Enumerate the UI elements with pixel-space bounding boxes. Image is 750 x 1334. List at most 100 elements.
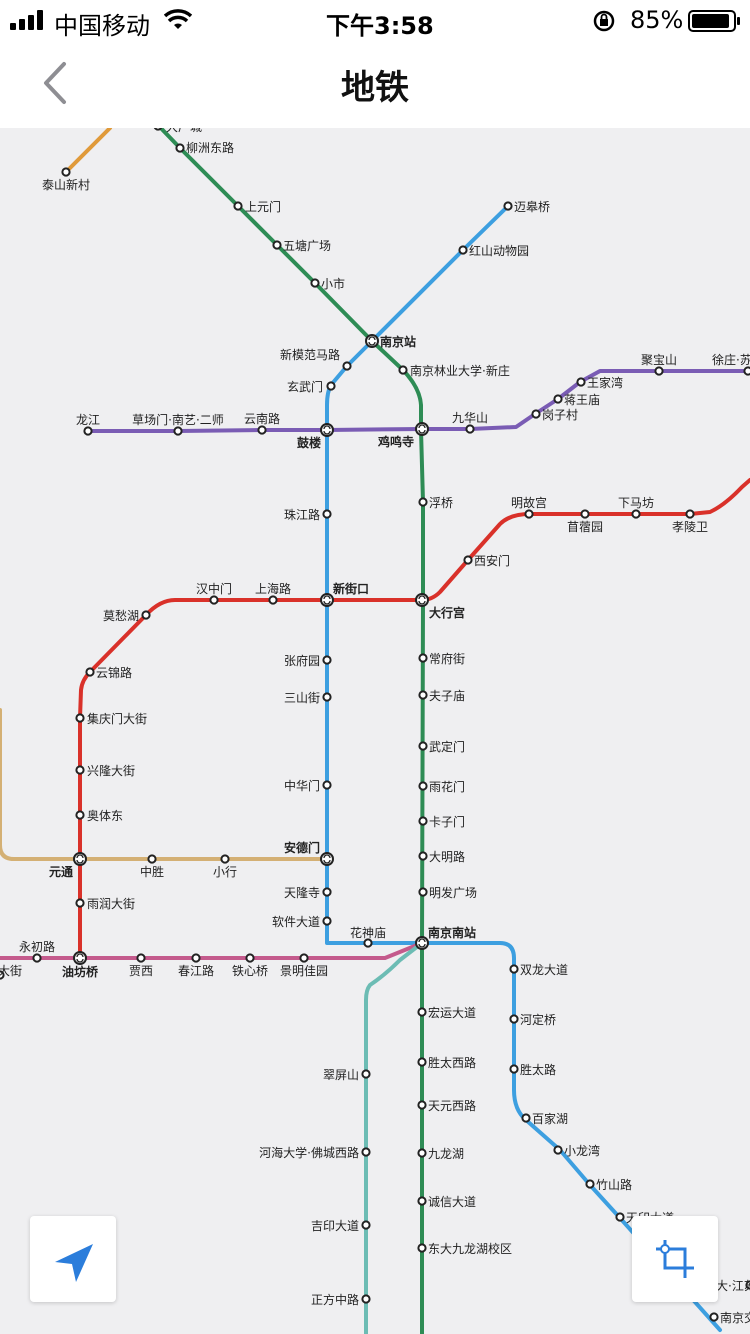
station-label[interactable]: 五塘广场	[283, 238, 331, 253]
station-label[interactable]: 南京南站	[428, 925, 476, 940]
station-marker[interactable]	[361, 1294, 371, 1304]
station-label[interactable]: 铁心桥	[232, 964, 268, 978]
station-label[interactable]: 新模范马路	[280, 347, 340, 362]
metro-map[interactable]: 泰山新村柳洲东路上元门五塘广场小市迈皋桥红山动物园南京站新模范马路南京林业大学·…	[0, 128, 750, 1334]
station-label[interactable]: 珠江路	[284, 507, 320, 522]
station-marker[interactable]	[465, 424, 475, 434]
station-label[interactable]: 迈皋桥	[514, 199, 550, 214]
station-marker[interactable]	[220, 854, 230, 864]
station-marker[interactable]	[233, 201, 243, 211]
station-label[interactable]: 苜蓿园	[567, 520, 603, 534]
station-marker[interactable]	[654, 366, 664, 376]
station-marker[interactable]	[310, 278, 320, 288]
station-label[interactable]: 南京林业大学·新庄	[410, 363, 510, 378]
station-label[interactable]: 河定桥	[520, 1012, 556, 1027]
station-marker[interactable]	[209, 595, 219, 605]
station-marker[interactable]	[322, 887, 332, 897]
station-label[interactable]: 春江路	[178, 963, 214, 978]
station-marker[interactable]	[75, 810, 85, 820]
station-marker[interactable]	[417, 1100, 427, 1110]
station-label[interactable]: 大·江苏	[716, 1279, 750, 1293]
station-marker[interactable]	[83, 426, 93, 436]
station-marker[interactable]	[615, 1212, 625, 1222]
station-label[interactable]: 花神庙	[350, 925, 386, 940]
station-marker[interactable]	[75, 765, 85, 775]
station-label[interactable]: 浮桥	[429, 496, 453, 510]
station-label[interactable]: 大厂城	[166, 128, 202, 134]
station-label[interactable]: 草场门·南艺·二师	[132, 412, 224, 427]
station-marker[interactable]	[136, 953, 146, 963]
station-label[interactable]: 元通	[49, 864, 73, 879]
station-label[interactable]: 鼓楼	[297, 435, 321, 450]
station-marker[interactable]	[342, 361, 352, 371]
station-label[interactable]: 西安门	[474, 553, 510, 568]
station-marker[interactable]	[299, 953, 309, 963]
station-marker[interactable]	[417, 1057, 427, 1067]
station-label[interactable]: 正方中路	[311, 1292, 359, 1307]
station-marker[interactable]	[509, 964, 519, 974]
station-label[interactable]: 小市	[321, 276, 345, 291]
station-label[interactable]: 雨花门	[429, 779, 465, 794]
station-marker[interactable]	[361, 1220, 371, 1230]
station-label[interactable]: 大街	[0, 964, 22, 978]
station-marker[interactable]	[322, 780, 332, 790]
station-label[interactable]: 莫愁湖	[103, 608, 139, 623]
station-marker[interactable]	[398, 365, 408, 375]
station-label[interactable]: 中华门	[284, 778, 320, 793]
locate-button[interactable]	[30, 1216, 116, 1302]
station-marker[interactable]	[631, 509, 641, 519]
station-marker[interactable]	[531, 409, 541, 419]
station-label[interactable]: 雨润大街	[87, 897, 135, 911]
station-marker[interactable]	[268, 595, 278, 605]
station-marker[interactable]	[147, 854, 157, 864]
station-marker[interactable]	[417, 1007, 427, 1017]
station-label[interactable]: 云锦路	[96, 665, 132, 680]
station-marker[interactable]	[585, 1179, 595, 1189]
station-marker[interactable]	[743, 366, 750, 376]
station-label[interactable]: 宏运大道	[428, 1005, 476, 1020]
station-marker[interactable]	[580, 509, 590, 519]
station-marker[interactable]	[417, 1243, 427, 1253]
station-marker[interactable]	[272, 240, 282, 250]
station-marker[interactable]	[576, 377, 586, 387]
station-label[interactable]: 永初路	[19, 939, 55, 954]
station-marker[interactable]	[418, 851, 428, 861]
station-marker[interactable]	[418, 690, 428, 700]
station-marker[interactable]	[85, 667, 95, 677]
station-label[interactable]: 上海路	[255, 581, 291, 596]
station-label[interactable]: 胜太路	[520, 1062, 556, 1077]
station-marker[interactable]	[32, 953, 42, 963]
station-label[interactable]: 武定门	[429, 739, 465, 754]
station-label[interactable]: 岗子村	[542, 408, 578, 422]
station-marker[interactable]	[75, 898, 85, 908]
station-label[interactable]: 油坊桥	[62, 964, 99, 979]
station-label[interactable]: 孝陵卫	[672, 520, 708, 534]
station-label[interactable]: 大行宫	[429, 605, 465, 620]
station-marker[interactable]	[361, 1069, 371, 1079]
station-marker[interactable]	[363, 938, 373, 948]
station-marker[interactable]	[709, 1312, 719, 1322]
station-marker[interactable]	[509, 1064, 519, 1074]
station-marker[interactable]	[173, 426, 183, 436]
station-marker[interactable]	[418, 781, 428, 791]
station-label[interactable]: 吉印大道	[311, 1219, 359, 1233]
station-marker[interactable]	[521, 1113, 531, 1123]
station-marker[interactable]	[418, 816, 428, 826]
station-label[interactable]: 百家湖	[532, 1111, 568, 1126]
station-label[interactable]: 九华山	[452, 411, 488, 425]
station-marker[interactable]	[463, 555, 473, 565]
station-label[interactable]: 龙江	[76, 413, 100, 427]
station-label[interactable]: 诚信大道	[428, 1195, 476, 1209]
station-marker[interactable]	[685, 509, 695, 519]
station-marker[interactable]	[418, 741, 428, 751]
station-marker[interactable]	[509, 1014, 519, 1024]
station-marker[interactable]	[418, 497, 428, 507]
station-marker[interactable]	[503, 201, 513, 211]
station-marker[interactable]	[175, 143, 185, 153]
station-label[interactable]: 奥体东	[87, 809, 123, 823]
station-marker[interactable]	[0, 970, 5, 980]
station-marker[interactable]	[418, 887, 428, 897]
station-label[interactable]: 云南路	[244, 411, 280, 426]
station-label[interactable]: 新街口	[333, 581, 369, 596]
station-label[interactable]: 明发广场	[429, 885, 477, 900]
